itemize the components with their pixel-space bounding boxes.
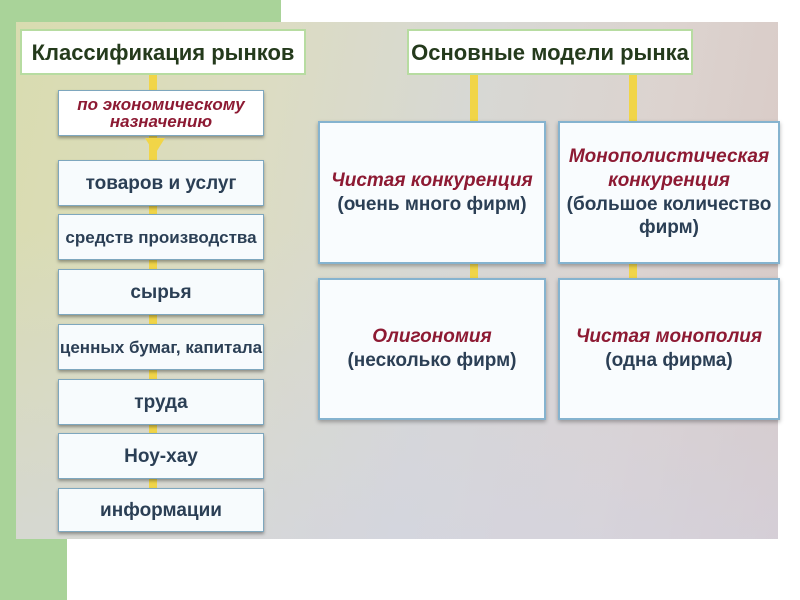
market-item-labor: труда: [58, 379, 264, 425]
model-description: (несколько фирм): [347, 350, 517, 371]
market-item-means-of-production: средств производства: [58, 214, 264, 260]
market-item-goods: товаров и услуг: [58, 160, 264, 206]
classification-header: по экономическому назначению: [58, 90, 264, 136]
model-description: (очень много фирм): [337, 193, 527, 215]
classification-title: Классификация рынков: [20, 29, 306, 75]
market-item-information: информации: [58, 488, 264, 532]
connector-right-4: [629, 262, 637, 280]
decorative-green-top: [0, 0, 281, 22]
market-models-title: Основные модели рынка: [407, 29, 693, 75]
model-description: (большое количество фирм): [566, 193, 772, 239]
connector-right-3: [470, 262, 478, 280]
market-item-securities: ценных бумаг, капитала: [58, 324, 264, 370]
model-monopolistic-competition: Монополистическая конкуренция (большое к…: [558, 121, 780, 264]
model-description: (одна фирма): [605, 350, 733, 371]
model-perfect-competition: Чистая конкуренция (очень много фирм): [318, 121, 546, 264]
model-pure-monopoly: Чистая монополия (одна фирма): [558, 278, 780, 420]
model-name: Чистая монополия: [575, 326, 763, 348]
connector-right-2: [629, 75, 637, 123]
market-item-raw-materials: сырья: [58, 269, 264, 315]
connector-right-1: [470, 75, 478, 123]
model-oligopoly: Олигономия (несколько фирм): [318, 278, 546, 420]
model-name: Олигономия: [372, 326, 492, 348]
model-name: Чистая конкуренция: [331, 169, 533, 191]
model-name: Монополистическая конкуренция: [568, 146, 770, 191]
market-item-know-how: Ноу-хау: [58, 433, 264, 479]
arrow-down-icon: [145, 138, 165, 154]
